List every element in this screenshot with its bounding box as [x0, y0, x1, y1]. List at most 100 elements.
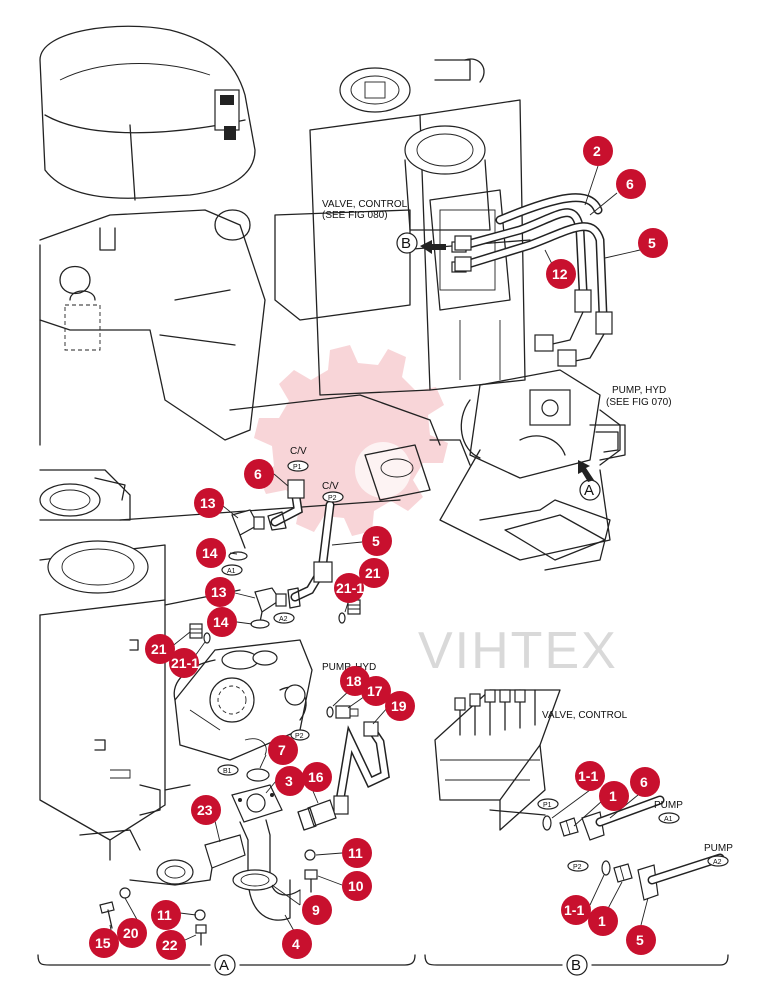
- svg-text:B: B: [401, 235, 411, 252]
- callout-6-upper[interactable]: 6: [616, 169, 646, 199]
- callout-21-1-right[interactable]: 21-1: [334, 573, 364, 603]
- callout-3[interactable]: 3: [275, 766, 305, 796]
- svg-text:A: A: [584, 482, 594, 499]
- pump-label-1: PUMP: [654, 800, 683, 811]
- watermark-text: VIHTEX: [418, 622, 618, 680]
- svg-text:2: 2: [593, 143, 601, 159]
- washer-11-right: [304, 849, 316, 861]
- callout-1-upper[interactable]: 1: [599, 781, 629, 811]
- callout-12[interactable]: 12: [546, 259, 576, 289]
- o-ring-1-1-upper: [542, 815, 552, 831]
- bolt-22: [195, 924, 207, 946]
- callout-5-tube[interactable]: 5: [362, 526, 392, 556]
- callout-10[interactable]: 10: [342, 871, 372, 901]
- svg-text:21: 21: [151, 641, 167, 657]
- view-b-bracket: B: [424, 954, 729, 976]
- callout-16[interactable]: 16: [302, 762, 332, 792]
- port-tag-a2-mid: A2: [273, 612, 295, 624]
- callout-4[interactable]: 4: [282, 929, 312, 959]
- plug-21-left: [189, 623, 203, 639]
- svg-text:P1: P1: [293, 464, 302, 471]
- view-a-bracket: A: [37, 954, 416, 976]
- adapter-17: [335, 705, 359, 719]
- valve-control-detail-drawing: [434, 689, 561, 831]
- o-ring-21-1-left: [203, 632, 211, 644]
- callout-19[interactable]: 19: [385, 691, 415, 721]
- o-ring-14-lower: [250, 619, 270, 629]
- svg-text:A1: A1: [227, 568, 236, 575]
- view-b-label: B: [571, 957, 581, 974]
- svg-text:P1: P1: [543, 802, 552, 809]
- callout-1-lower[interactable]: 1: [588, 906, 618, 936]
- callout-17[interactable]: 17: [361, 676, 391, 706]
- callout-15[interactable]: 15: [89, 928, 119, 958]
- callout-21-left[interactable]: 21: [145, 634, 175, 664]
- svg-text:13: 13: [211, 584, 227, 600]
- svg-text:17: 17: [367, 683, 383, 699]
- hose-5-detail: [637, 853, 725, 901]
- callout-2[interactable]: 2: [583, 136, 613, 166]
- callout-21-1-left[interactable]: 21-1: [169, 648, 199, 678]
- port-tag-a1-mid: A1: [221, 564, 243, 576]
- callout-9[interactable]: 9: [302, 895, 332, 925]
- svg-text:22: 22: [162, 937, 178, 953]
- boom-frame-drawing: [39, 209, 441, 521]
- callout-7[interactable]: 7: [268, 735, 298, 765]
- callout-6-detail[interactable]: 6: [630, 767, 660, 797]
- o-ring-21-1-right: [338, 612, 346, 624]
- svg-text:A1: A1: [664, 816, 673, 823]
- svg-text:4: 4: [292, 936, 300, 952]
- svg-text:1-1: 1-1: [578, 768, 598, 784]
- callout-14-upper[interactable]: 14: [196, 538, 226, 568]
- callout-20[interactable]: 20: [117, 918, 147, 948]
- svg-text:A2: A2: [713, 859, 722, 866]
- callout-14-lower[interactable]: 14: [207, 607, 237, 637]
- lower-frame-drawing: [39, 469, 611, 861]
- tube-19: [333, 721, 390, 815]
- callout-6-tube[interactable]: 6: [244, 459, 274, 489]
- hydraulic-pump-lower-drawing: [173, 639, 313, 761]
- svg-text:P2: P2: [295, 733, 304, 740]
- hose-6-detail: [581, 795, 665, 841]
- callout-11-lower[interactable]: 11: [151, 900, 181, 930]
- o-ring-7: [246, 768, 270, 782]
- svg-text:10: 10: [348, 878, 364, 894]
- washer-20: [119, 887, 131, 899]
- svg-text:21-1: 21-1: [171, 655, 199, 671]
- callout-5-detail[interactable]: 5: [626, 925, 656, 955]
- svg-text:5: 5: [636, 932, 644, 948]
- o-ring-1-1-lower: [601, 860, 611, 876]
- svg-text:18: 18: [346, 673, 362, 689]
- fitting-elbow-13-upper: [231, 509, 265, 549]
- callout-13-lower[interactable]: 13: [205, 577, 235, 607]
- fitting-16: [297, 799, 337, 831]
- o-ring-14-upper: [228, 551, 248, 561]
- pump-hyd-ref-label: PUMP, HYD: [612, 385, 666, 396]
- callout-22[interactable]: 22: [156, 930, 186, 960]
- svg-text:7: 7: [278, 742, 286, 758]
- callout-11-right[interactable]: 11: [342, 838, 372, 868]
- svg-text:16: 16: [308, 769, 324, 785]
- port-tag-a2-pump: A2: [707, 855, 729, 867]
- callout-1-1-lower[interactable]: 1-1: [561, 895, 591, 925]
- watermark-gear-logo: [254, 345, 448, 536]
- cab-seat-drawing: [39, 25, 256, 201]
- svg-text:11: 11: [157, 907, 172, 923]
- callout-1-1-upper[interactable]: 1-1: [575, 761, 605, 791]
- pump-hyd-fig-label: (SEE FIG 070): [606, 397, 672, 408]
- callout-5-upper[interactable]: 5: [638, 228, 668, 258]
- valve-control-ref-label: VALVE, CONTROL: [322, 199, 408, 210]
- callout-23[interactable]: 23: [191, 795, 221, 825]
- hydraulic-pump-upper-drawing: [364, 369, 621, 561]
- port-tag-p1-valve: P1: [537, 798, 559, 810]
- svg-text:9: 9: [312, 902, 320, 918]
- valve-control-fig-label: (SEE FIG 080): [322, 210, 388, 221]
- svg-text:3: 3: [285, 773, 293, 789]
- view-a-label: A: [219, 957, 229, 974]
- bolt-10: [304, 869, 318, 893]
- valve-control-detail-label: VALVE, CONTROL: [542, 710, 628, 721]
- svg-text:P2: P2: [328, 495, 337, 502]
- callout-21-right[interactable]: 21: [359, 558, 389, 588]
- callout-13-upper[interactable]: 13: [194, 488, 224, 518]
